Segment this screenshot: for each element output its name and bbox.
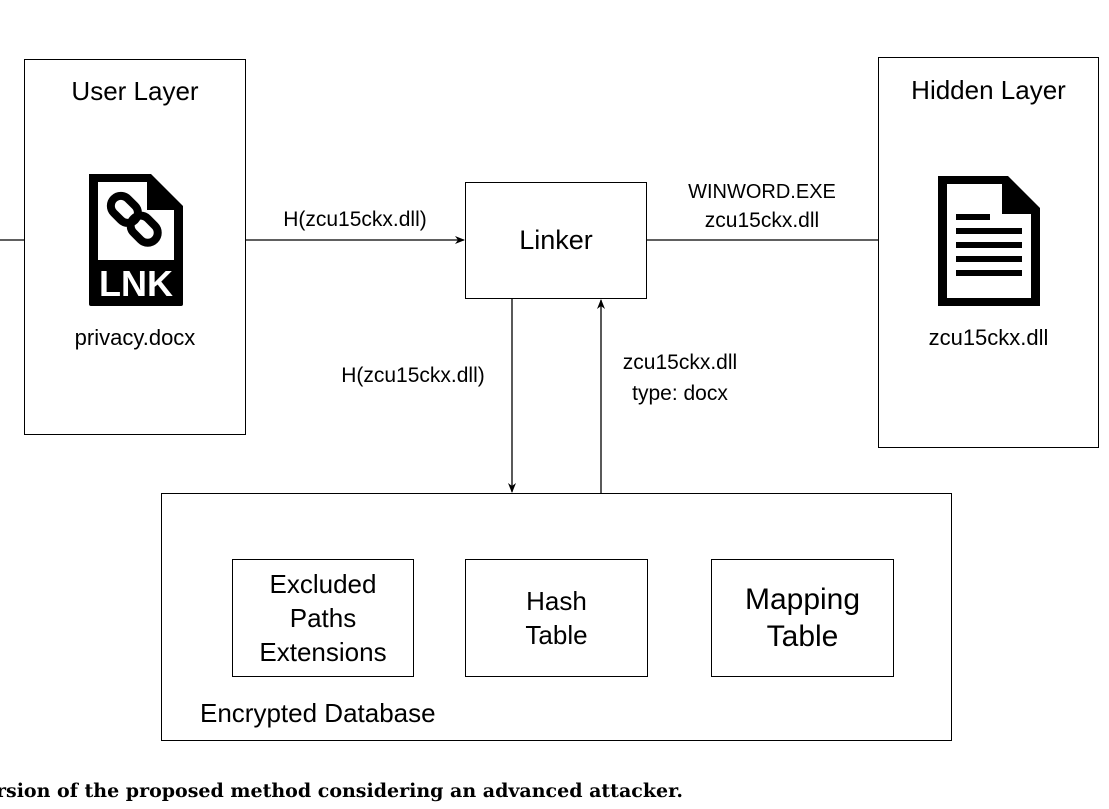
- lnk-file-icon: LNK: [85, 172, 185, 308]
- user-layer-title: User Layer: [71, 76, 199, 106]
- excluded-line-1: Excluded: [269, 569, 377, 599]
- linker-to-hidden-label-2: zcu15ckx.dll: [704, 209, 820, 232]
- mapping-line-1: Mapping: [744, 583, 861, 616]
- hash-line-2: Table: [525, 620, 588, 650]
- excluded-paths-table: Excluded Paths Extensions: [232, 559, 414, 677]
- hash-line-1: Hash: [526, 586, 587, 616]
- excluded-line-3: Extensions: [259, 637, 387, 667]
- linker-to-hidden-label-1: WINWORD.EXE: [688, 181, 836, 203]
- mapping-table: Mapping Table: [711, 559, 894, 677]
- document-icon: [936, 174, 1042, 308]
- hash-table: Hash Table: [465, 559, 648, 677]
- lnk-label: LNK: [99, 263, 173, 304]
- database-title: Encrypted Database: [200, 698, 436, 728]
- linker-to-db-label: H(zcu15ckx.dll): [341, 364, 485, 387]
- hidden-layer-box: Hidden Layer zcu15ckx.dll: [878, 57, 1099, 448]
- mapping-line-2: Table: [766, 620, 839, 653]
- linker-box: Linker: [465, 182, 647, 299]
- hidden-file-label: zcu15ckx.dll: [928, 325, 1049, 350]
- figure-caption: rsion of the proposed method considering…: [0, 780, 683, 802]
- db-to-linker-label-1: zcu15ckx.dll: [622, 351, 738, 374]
- user-to-linker-label: H(zcu15ckx.dll): [283, 208, 427, 231]
- excluded-line-2: Paths: [289, 603, 357, 633]
- user-layer-box: User Layer LNK privacy.docx: [24, 59, 246, 435]
- user-file-label: privacy.docx: [74, 325, 196, 350]
- encrypted-database-box: Excluded Paths Extensions Hash Table Map…: [161, 493, 952, 741]
- hidden-layer-title: Hidden Layer: [911, 75, 1066, 105]
- linker-label: Linker: [519, 225, 593, 255]
- db-to-linker-label-2: type: docx: [632, 382, 728, 405]
